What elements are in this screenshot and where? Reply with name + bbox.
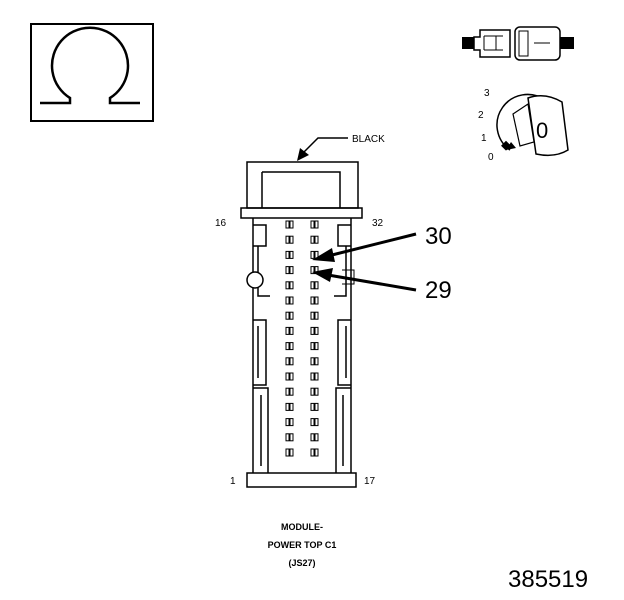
pin-cavity <box>310 296 319 305</box>
color-leader-arrow <box>297 137 348 161</box>
connector-color-label: BLACK <box>352 134 385 145</box>
ignition-position-0: 0 <box>488 152 494 163</box>
connector-lock-tab <box>342 269 355 285</box>
connector-side-view-icon <box>462 26 574 61</box>
pin-cavity <box>310 387 319 396</box>
callout-arrow-29 <box>312 268 417 292</box>
pin-cavity <box>310 281 319 290</box>
key-label: 0 <box>536 118 548 143</box>
pin-cavity <box>285 402 294 411</box>
ignition-position-3: 3 <box>484 88 490 99</box>
figure-number: 385519 <box>508 566 588 593</box>
callout-arrow-30 <box>312 232 417 262</box>
pin-cavity <box>310 357 319 366</box>
pin-cavity <box>285 448 294 457</box>
pin-label-top-left: 16 <box>215 218 227 229</box>
pin-cavity <box>310 433 319 442</box>
pin-cavity <box>285 311 294 320</box>
pin-cavity <box>310 311 319 320</box>
pin-cavity <box>285 326 294 335</box>
callout-label-29: 29 <box>425 277 452 304</box>
pin-cavity <box>285 250 294 259</box>
pin-cavity <box>310 342 319 351</box>
pin-cavity <box>285 235 294 244</box>
pin-cavity <box>285 372 294 381</box>
pin-cavity <box>310 372 319 381</box>
callout-label-30: 30 <box>425 223 452 250</box>
pin-cavity <box>285 281 294 290</box>
pin-cavity <box>285 387 294 396</box>
ignition-position-2: 2 <box>478 110 484 121</box>
pin-cavity <box>285 357 294 366</box>
pin-label-bottom-left: 1 <box>230 476 236 487</box>
pin-cavity <box>285 342 294 351</box>
pin-cavity <box>285 418 294 427</box>
connector-body <box>240 161 363 488</box>
pin-cavity <box>310 402 319 411</box>
ignition-position-1: 1 <box>481 133 487 144</box>
ignition-key-icon <box>496 93 569 157</box>
pin-cavity <box>285 433 294 442</box>
caption-line-2: POWER TOP C1 <box>268 540 337 550</box>
connector-latch <box>246 271 264 289</box>
omega-symbol-icon <box>30 23 154 122</box>
pin-cavity <box>310 235 319 244</box>
pin-label-top-right: 32 <box>372 218 384 229</box>
pin-grid <box>285 220 319 457</box>
pin-cavity <box>310 326 319 335</box>
pin-cavity <box>285 266 294 275</box>
pin-label-bottom-right: 17 <box>364 476 376 487</box>
pin-cavity <box>285 296 294 305</box>
pin-cavity <box>310 220 319 229</box>
caption-line-1: MODULE- <box>281 522 323 532</box>
pin-cavity <box>310 448 319 457</box>
pin-cavity <box>310 418 319 427</box>
caption-line-3: (JS27) <box>288 558 315 568</box>
pin-cavity <box>285 220 294 229</box>
